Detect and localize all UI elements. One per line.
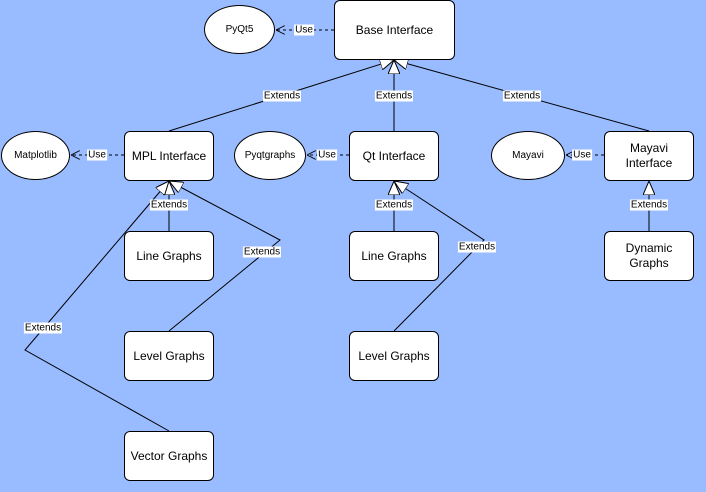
node-mpl-level-graphs[interactable]: Level Graphs — [124, 331, 214, 381]
node-mayavi-interface[interactable]: Mayavi Interface — [604, 131, 694, 181]
node-mpl-interface[interactable]: MPL Interface — [124, 131, 214, 181]
edge-qt-level-extends — [394, 181, 485, 332]
node-mpl-line-graphs[interactable]: Line Graphs — [124, 231, 214, 281]
edge-label-extends: Extends — [374, 199, 414, 211]
library-pyqtgraphs: Pyqtgraphs — [234, 131, 306, 180]
node-mayavi-dynamic-graphs[interactable]: Dynamic Graphs — [604, 231, 694, 281]
edge-label-use: Use — [87, 149, 107, 161]
edge-label-extends: Extends — [149, 199, 189, 211]
edge-label-extends: Extends — [262, 90, 302, 102]
library-matplotlib: Matplotlib — [1, 131, 70, 180]
edge-mpl-vector-extends — [24, 181, 169, 432]
node-qt-line-graphs[interactable]: Line Graphs — [349, 231, 439, 281]
node-qt-interface[interactable]: Qt Interface — [349, 131, 439, 181]
node-qt-level-graphs[interactable]: Level Graphs — [349, 331, 439, 381]
edge-label-extends: Extends — [242, 246, 282, 258]
edge-label-extends: Extends — [629, 199, 669, 211]
edge-label-extends: Extends — [23, 322, 63, 334]
edge-mpl-level-extends — [169, 181, 281, 332]
library-pyqt5: PyQt5 — [204, 5, 275, 54]
node-mpl-vector-graphs[interactable]: Vector Graphs — [124, 431, 214, 481]
edge-label-extends: Extends — [457, 241, 497, 253]
node-base-interface[interactable]: Base Interface — [334, 0, 455, 60]
edge-label-extends: Extends — [374, 90, 414, 102]
edge-label-extends: Extends — [502, 90, 542, 102]
edge-label-use: Use — [572, 149, 592, 161]
edge-label-use: Use — [317, 149, 337, 161]
library-mayavi: Mayavi — [491, 131, 565, 180]
edge-label-use: Use — [294, 24, 314, 36]
